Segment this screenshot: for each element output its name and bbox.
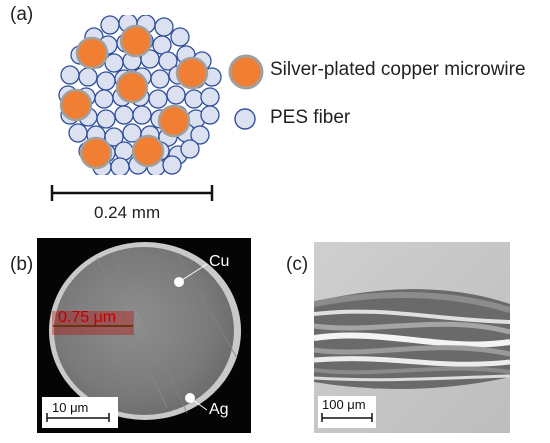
pes-fiber xyxy=(100,15,120,35)
pes-fiber xyxy=(158,51,178,71)
measure-label: 0.75 μm xyxy=(58,309,117,326)
scale-label-b: 10 μm xyxy=(52,400,89,415)
pes-fiber xyxy=(166,85,186,105)
pes-fiber xyxy=(190,125,210,145)
copper-microwire xyxy=(115,70,149,104)
legend-pes-icon xyxy=(234,108,256,130)
pes-fiber xyxy=(104,127,124,147)
pes-fiber xyxy=(114,141,134,161)
pes-fiber xyxy=(68,123,88,143)
pes-fiber xyxy=(96,71,116,91)
legend-pes-label: PES fiber xyxy=(270,107,351,128)
pes-fiber xyxy=(170,27,190,47)
pes-fiber xyxy=(150,69,170,89)
pes-fiber xyxy=(200,105,220,125)
panel-label-a: (a) xyxy=(10,4,34,25)
copper-microwire xyxy=(157,104,191,138)
copper-microwire xyxy=(79,136,113,170)
pes-fiber xyxy=(184,89,204,109)
pes-fiber xyxy=(132,105,152,125)
cu-label: Cu xyxy=(209,253,230,270)
sem-image-cross-section xyxy=(37,238,251,433)
copper-microwire xyxy=(175,56,209,90)
pes-fiber xyxy=(200,87,220,107)
panel-label-b: (b) xyxy=(10,254,34,275)
copper-microwire xyxy=(131,134,165,168)
ag-label: Ag xyxy=(209,401,229,418)
copper-microwire xyxy=(119,24,153,58)
pes-fiber xyxy=(94,89,114,109)
pes-fiber xyxy=(180,139,200,159)
pes-fiber xyxy=(96,109,116,129)
wire-bundle-diagram xyxy=(58,15,222,175)
pes-fiber xyxy=(154,17,174,37)
panel-label-c: (c) xyxy=(286,254,309,275)
pes-fiber xyxy=(110,157,130,175)
pes-fiber xyxy=(78,67,98,87)
copper-microwire xyxy=(59,88,93,122)
copper-wire-group xyxy=(59,24,209,170)
pes-fiber xyxy=(114,105,134,125)
copper-microwire xyxy=(75,36,109,70)
legend-copper-label: Silver-plated copper microwire xyxy=(270,59,526,80)
pes-fiber xyxy=(148,89,168,109)
scale-label-c: 100 μm xyxy=(322,397,366,412)
legend-copper-icon xyxy=(228,54,264,90)
scale-label-a: 0.24 mm xyxy=(94,203,161,222)
pes-fiber xyxy=(60,65,80,85)
sem-image-twisted-yarn xyxy=(314,242,510,433)
pes-fiber xyxy=(162,155,182,175)
scale-bar-a xyxy=(50,185,214,201)
